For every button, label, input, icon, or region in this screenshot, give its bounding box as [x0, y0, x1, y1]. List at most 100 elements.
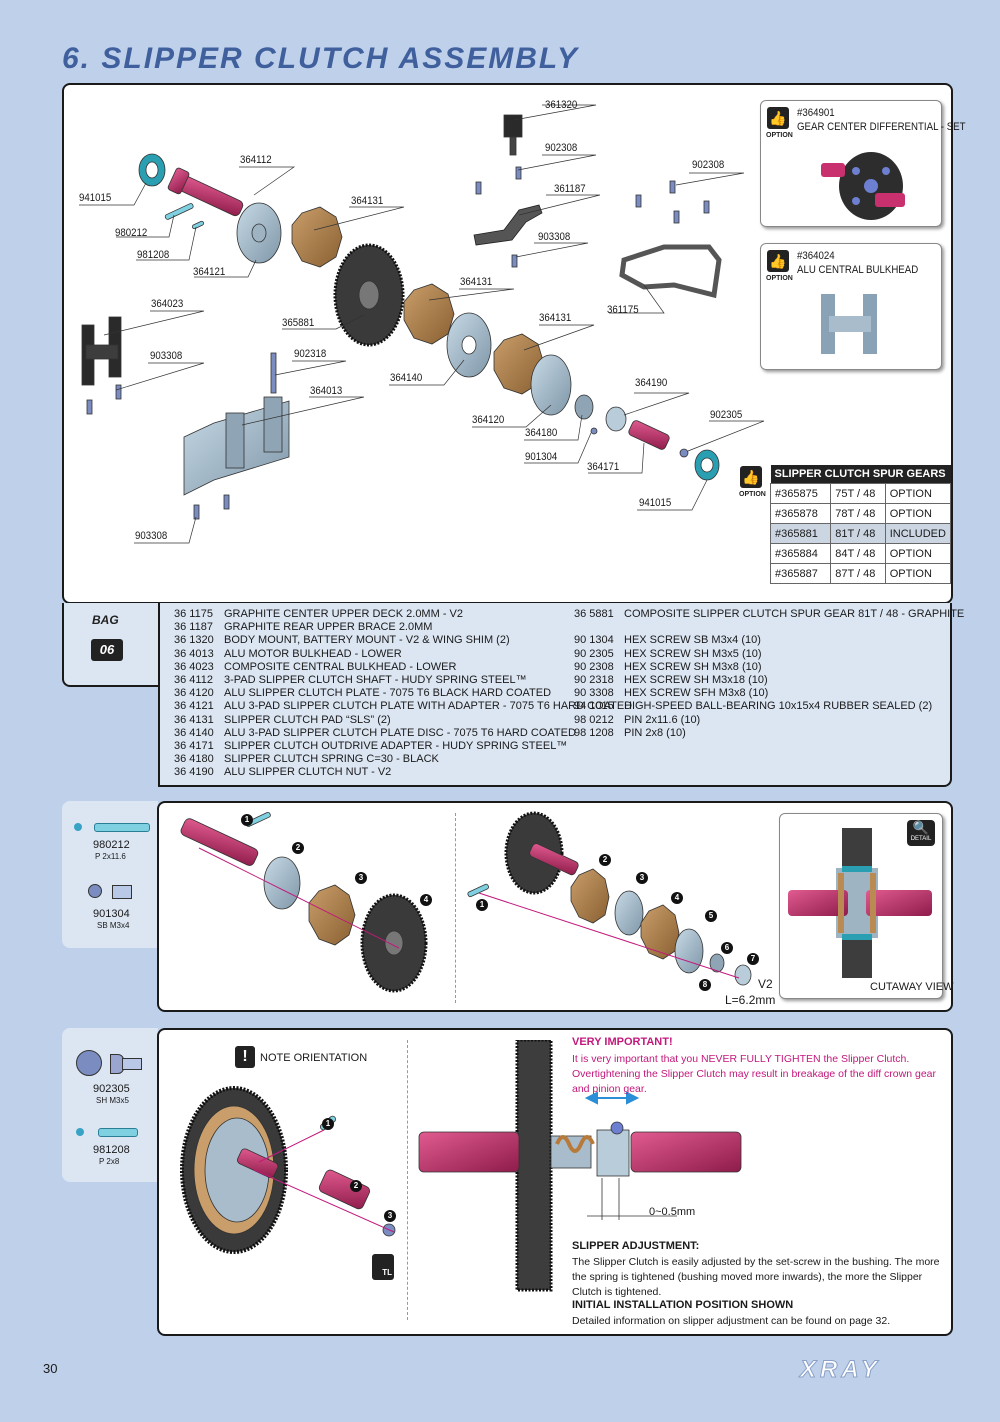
cutaway-illustration — [788, 828, 932, 978]
page-title: 6. SLIPPER CLUTCH ASSEMBLY — [62, 42, 580, 75]
part-description: HEX SCREW SH M3x5 (10) — [624, 647, 762, 660]
screw-902308-b — [475, 181, 482, 195]
callout-941015-a: 941015 — [79, 192, 112, 204]
part-description: SLIPPER CLUTCH PAD “SLS” (2) — [224, 713, 391, 726]
step-divider — [455, 813, 456, 1003]
very-important-title: VERY IMPORTANT! — [572, 1036, 673, 1048]
screw-903308-d — [223, 494, 230, 510]
part-description: COMPOSITE SLIPPER CLUTCH SPUR GEAR 81T /… — [624, 608, 965, 620]
callout-903308-a: 903308 — [538, 231, 571, 243]
part-description: HEX SCREW SH M3x8 (10) — [624, 660, 762, 673]
parts-list-row: 98 1208 PIN 2x8 (10) — [574, 727, 686, 739]
pin-icon — [76, 1128, 84, 1136]
callout-364131-a: 364131 — [351, 195, 384, 207]
thumbs-up-icon: 👍 — [740, 466, 762, 488]
part-code: 36 4013 — [174, 647, 214, 660]
part-code: 36 4140 — [174, 726, 214, 739]
parts-list-row — [574, 621, 624, 633]
slipper-adjustment-title: SLIPPER ADJUSTMENT: — [572, 1240, 700, 1252]
callout-364121: 364121 — [193, 266, 226, 278]
callout-902308-b: 902308 — [692, 159, 725, 171]
part-code: 90 2305 — [574, 647, 614, 660]
screw-903308-a — [86, 399, 93, 415]
part-code: 98 0212 — [574, 713, 614, 726]
step1-number-3: 3 — [355, 872, 367, 884]
diff-illustration — [821, 152, 905, 220]
parts-list-row: 90 2305 HEX SCREW SH M3x5 (10) — [574, 648, 762, 660]
part-code: 36 1175 — [174, 608, 213, 620]
thumbs-up-icon: 👍 — [767, 107, 789, 129]
side-part-902305-desc: SH M3x5 — [96, 1096, 129, 1105]
screw-902308-e — [673, 210, 680, 224]
option-diff-name: GEAR CENTER DIFFERENTIAL - SET — [797, 121, 966, 133]
step1-number-2: 2 — [292, 842, 304, 854]
callout-903308-b: 903308 — [150, 350, 183, 362]
callout-365881: 365881 — [282, 317, 315, 329]
option-bulkhead-box: 👍 OPTION #364024 ALU CENTRAL BULKHEAD — [760, 243, 942, 370]
part-code: 90 2308 — [574, 660, 614, 673]
callout-364023: 364023 — [151, 298, 184, 310]
spring-364180 — [574, 394, 594, 420]
part-code: 36 1320 — [174, 634, 214, 647]
part-description: ALU SLIPPER CLUTCH PLATE - 7075 T6 BLACK… — [224, 687, 552, 700]
motor-bulkhead-364013 — [183, 396, 290, 496]
callout-902305: 902305 — [710, 409, 743, 421]
option-bulkhead-name: ALU CENTRAL BULKHEAD — [797, 264, 919, 276]
pin-icon — [74, 823, 82, 831]
part-code: 98 1208 — [574, 726, 614, 739]
part-code: 36 4180 — [174, 753, 214, 766]
cutaway-view-box: 🔍 DETAIL CUTAWAY VIEW — [779, 813, 954, 999]
cutaway-view-label: CUTAWAY VIEW — [870, 981, 954, 993]
part-code: 36 4023 — [174, 660, 214, 673]
part-description: SLIPPER CLUTCH OUTDRIVE ADAPTER - HUDY S… — [224, 740, 568, 752]
screw-902308-f — [703, 200, 710, 214]
part-description: ALU SLIPPER CLUTCH NUT - V2 — [224, 766, 392, 779]
step2-number-8: 8 — [699, 979, 711, 991]
option-diff-code: #364901 — [797, 107, 835, 119]
screw-903308-b — [115, 384, 122, 400]
initial-position-text: Detailed information on slipper adjustme… — [572, 1315, 891, 1327]
screw-902305 — [679, 448, 689, 458]
part-code: 94 1015 — [574, 700, 614, 713]
callout-364190: 364190 — [635, 377, 668, 389]
slipper-shaft — [167, 167, 244, 217]
part-code: 36 5881 — [574, 608, 614, 620]
step-divider — [407, 1040, 408, 1320]
nut-364190 — [605, 406, 627, 432]
step3-diagram — [180, 1086, 396, 1254]
step1-number-4: 4 — [420, 894, 432, 906]
step2-number-1: 1 — [476, 899, 488, 911]
step1-number-1: 1 — [241, 814, 253, 826]
side-part-901304-desc: SB M3x4 — [97, 921, 130, 930]
screw-icon — [112, 885, 132, 899]
side-part-901304-code: 901304 — [93, 908, 130, 920]
part-description: PIN 2x8 (10) — [624, 726, 686, 739]
page-number: 30 — [43, 1361, 58, 1376]
side-part-902305-code: 902305 — [93, 1083, 130, 1095]
part-description: 3-PAD SLIPPER CLUTCH SHAFT - HUDY SPRING… — [224, 674, 527, 686]
callout-364120: 364120 — [472, 414, 505, 426]
step2-number-5: 5 — [705, 910, 717, 922]
screw-901304 — [590, 427, 598, 435]
bulkhead-illustration — [821, 294, 877, 354]
pad-364131-b — [403, 283, 455, 345]
screw-903308-e — [511, 254, 518, 268]
part-description: HIGH-SPEED BALL-BEARING 10x15x4 RUBBER S… — [624, 700, 933, 713]
option-label: OPTION — [766, 132, 793, 139]
option-bulkhead-code: #364024 — [797, 250, 835, 262]
callout-364131-b: 364131 — [460, 276, 493, 288]
callout-903308-c: 903308 — [135, 530, 168, 542]
parts-list-row: 94 1015 HIGH-SPEED BALL-BEARING 10x15x4 R… — [574, 700, 932, 712]
callout-361175: 361175 — [607, 304, 639, 316]
part-description: BODY MOUNT, BATTERY MOUNT - V2 & WING SH… — [224, 634, 510, 647]
parts-list-row: 36 5881 COMPOSITE SLIPPER CLUTCH SPUR GEA… — [574, 608, 964, 620]
